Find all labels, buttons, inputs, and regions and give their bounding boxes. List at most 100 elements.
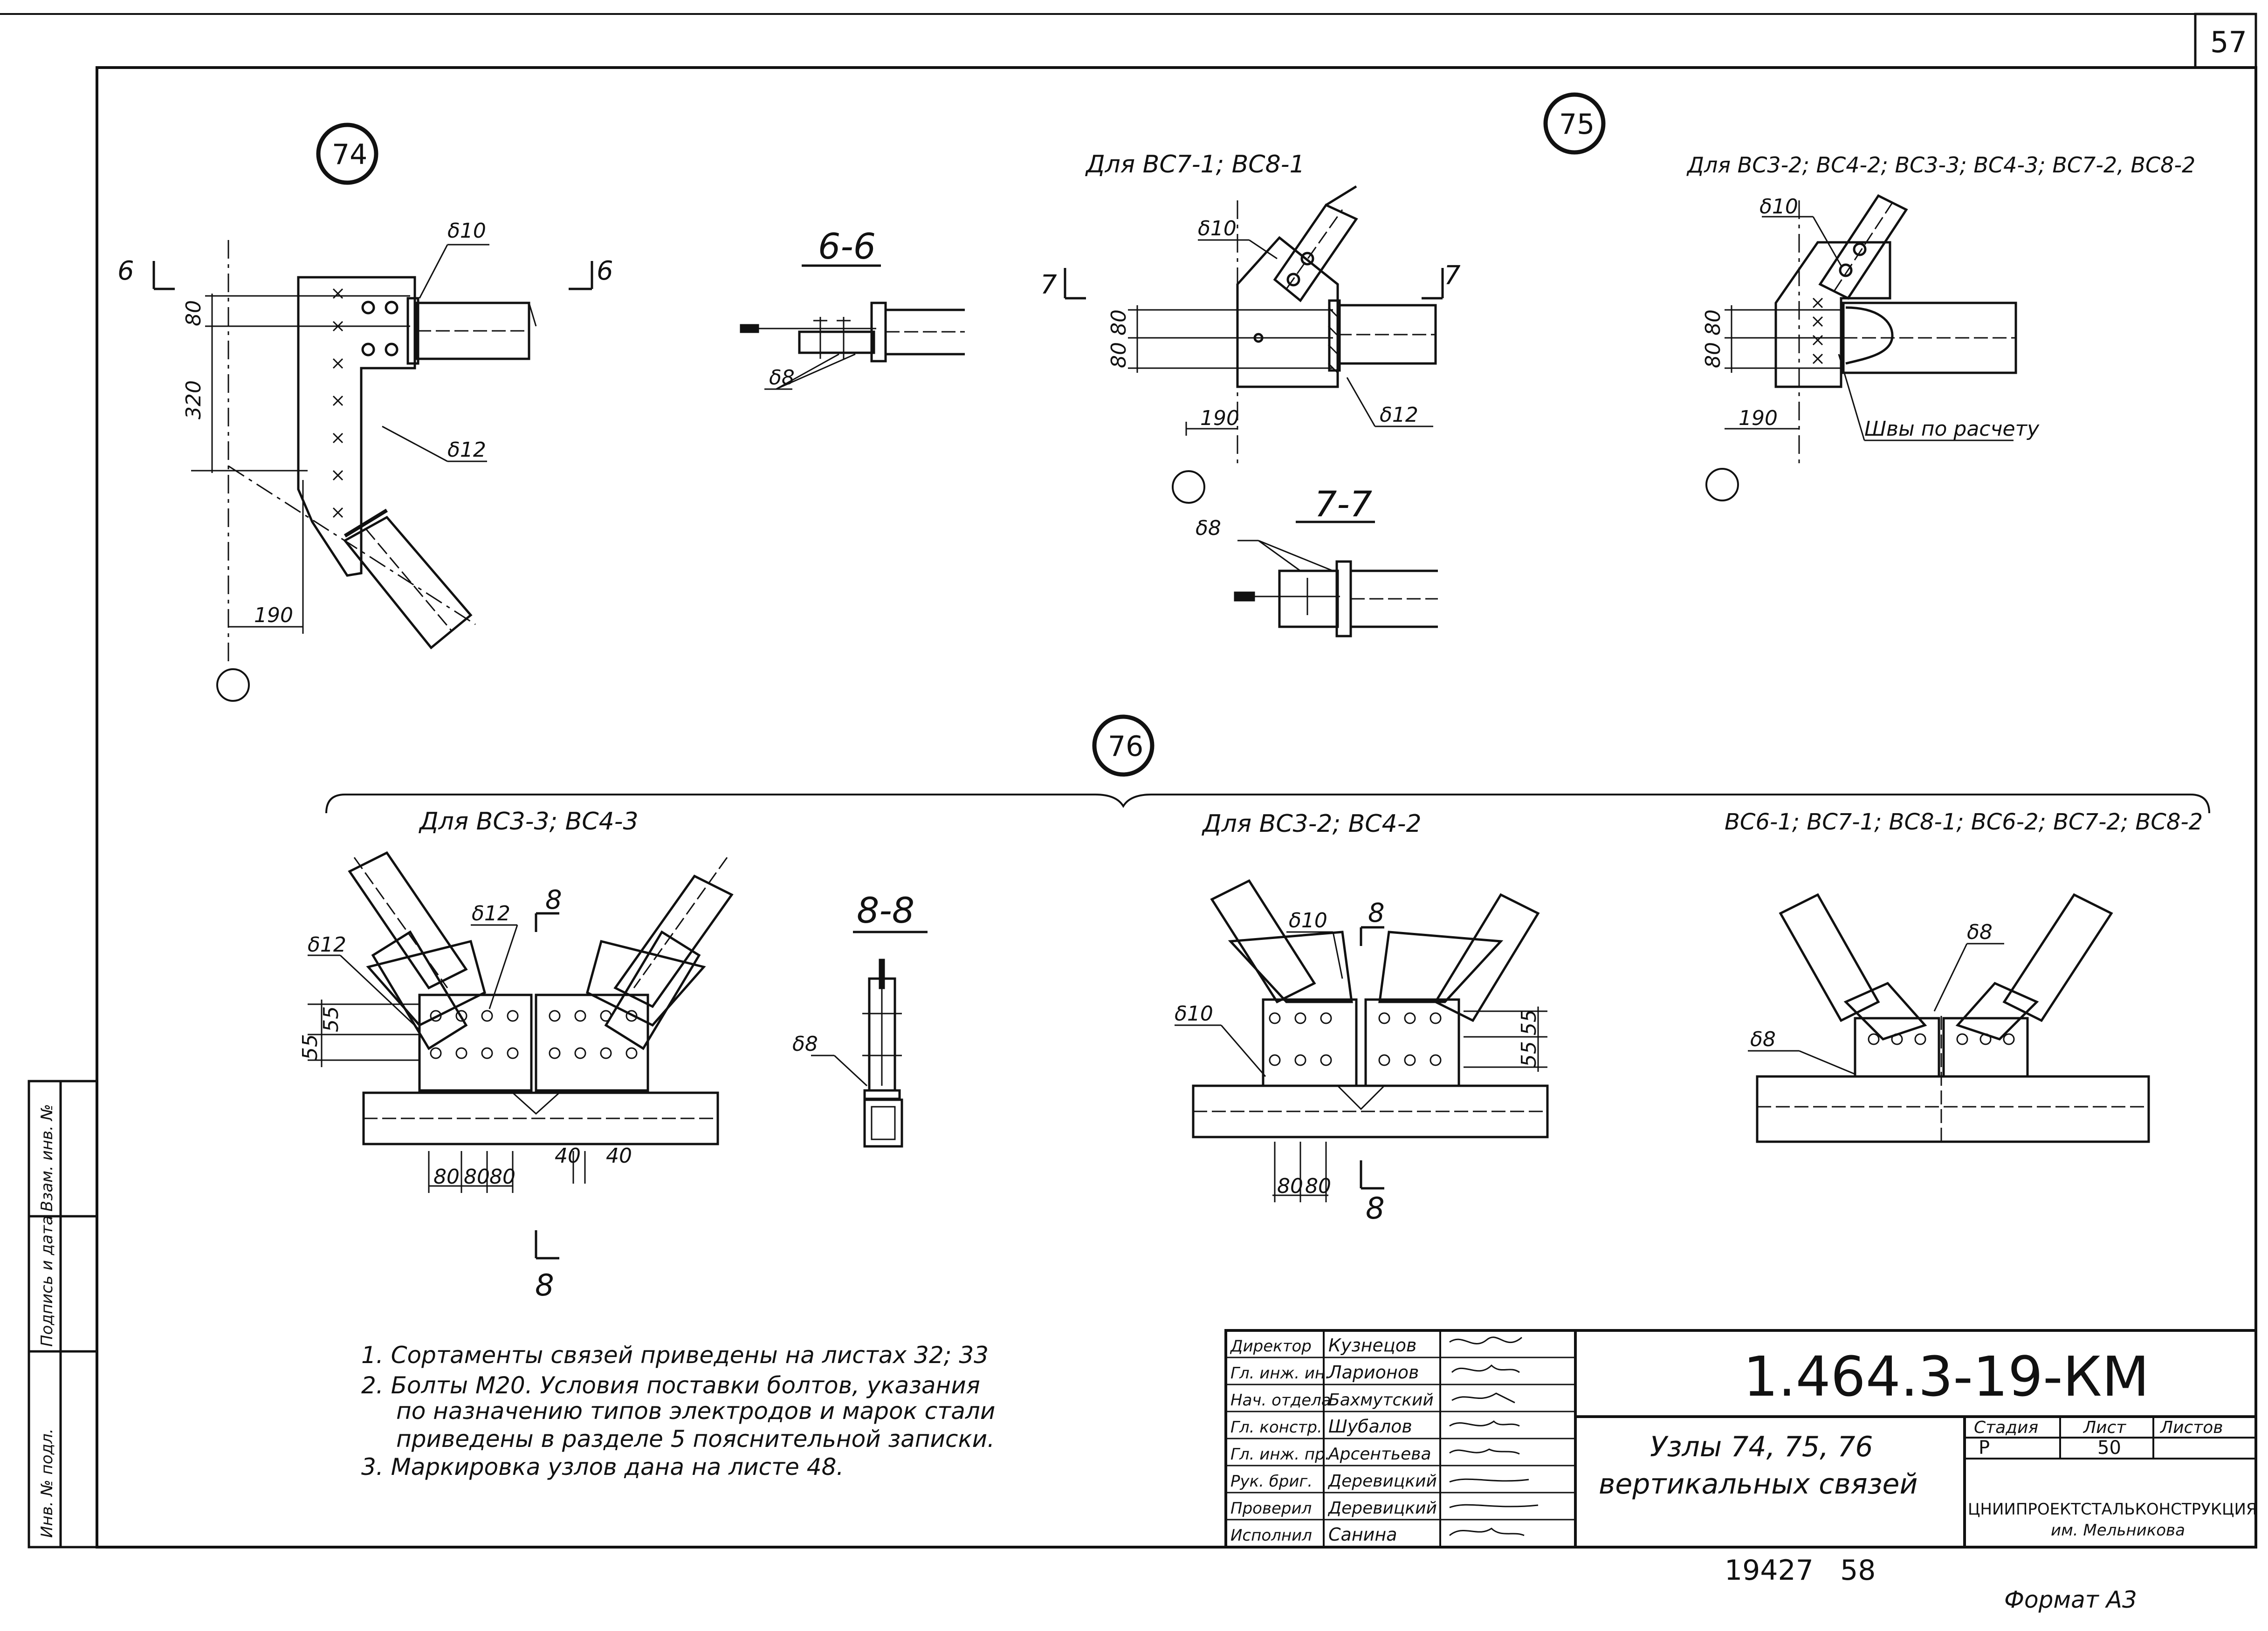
role-1: Гл. инж. ин.	[1230, 1364, 1330, 1383]
node-75a-thickness-bottom: δ12	[1380, 403, 1418, 427]
node-76b-dim-80b: 80	[1305, 1174, 1331, 1198]
node-76b-cut-bottom: 8	[1366, 1192, 1385, 1226]
node-76a-dim-40a: 40	[555, 1144, 581, 1168]
name-3: Шубалов	[1328, 1416, 1412, 1437]
node-74-dim-320: 320	[182, 380, 206, 419]
section-7-7-drawing	[1234, 521, 1438, 637]
node-75a-cut-right: 7	[1444, 260, 1461, 291]
node-75-label: 75	[1559, 108, 1594, 141]
node-74-thickness-top: δ10	[447, 219, 486, 243]
node-75a-drawing	[1064, 92, 1606, 504]
node-76a-drawing	[308, 851, 734, 1260]
node-74-drawing	[152, 123, 593, 702]
section-7-7-thickness: δ8	[1196, 516, 1221, 540]
role-5: Рук. бриг.	[1230, 1472, 1313, 1491]
node-75b-dim-190: 190	[1739, 406, 1778, 430]
node-74-welds	[332, 288, 344, 518]
role-4: Гл. инж. пр.	[1230, 1445, 1330, 1464]
paper-format: Формат А3	[2004, 1586, 2137, 1613]
node-75a-cut-left: 7	[1040, 270, 1057, 300]
name-1: Ларионов	[1327, 1362, 1419, 1383]
node-76a-caption: Для ВС3-3; ВС4-3	[419, 808, 639, 836]
section-8-8-thickness: δ8	[792, 1032, 818, 1056]
name-6: Деревицкий	[1327, 1499, 1437, 1518]
node-76b-dim-55b: 55	[1517, 1041, 1541, 1067]
node-75a-thickness-top: δ10	[1198, 217, 1237, 240]
section-6-6-title: 6-6	[818, 226, 876, 267]
node-76a-thickness-left: δ12	[308, 933, 346, 957]
title-block-roles: Директор Гл. инж. ин. Нач. отдела Гл. ко…	[1230, 1337, 1331, 1545]
section-6-6-thickness: δ8	[769, 366, 795, 390]
node-76c-drawing	[1748, 893, 2150, 1146]
stage-label: Стадия	[1974, 1418, 2038, 1437]
note-2-cont-a: по назначению типов электродов и марок с…	[396, 1398, 995, 1425]
sheet-value: 50	[2097, 1437, 2121, 1459]
node-76a-cut-top: 8	[545, 885, 562, 915]
title-block-signatures	[1449, 1336, 1539, 1536]
node-75a-dim-80b: 80	[1107, 342, 1131, 368]
node-76a-dim-80b: 80	[464, 1165, 490, 1189]
name-7: Санина	[1328, 1524, 1397, 1545]
node-76a-dim-55a: 55	[298, 1034, 322, 1060]
node-76b-dim-80a: 80	[1277, 1174, 1303, 1198]
node-76a-dim-80a: 80	[433, 1165, 460, 1189]
node-75b-drawing	[1705, 194, 2017, 501]
node-76c-thickness-top: δ8	[1967, 920, 1993, 944]
side-label-sign: Подпись и дата	[38, 1215, 56, 1347]
name-4: Арсентьева	[1327, 1445, 1431, 1464]
side-label-inv: Инв. № подл.	[38, 1428, 56, 1538]
node-76b-caption: Для ВС3-2; ВС4-2	[1202, 810, 1422, 838]
title-block-grid	[1224, 1329, 2257, 1549]
organization-subname: им. Мельникова	[2051, 1521, 2185, 1540]
node-76a-dim-55b: 55	[319, 1006, 343, 1032]
node-75b-thickness-top: δ10	[1759, 195, 1798, 219]
node-76-header	[325, 714, 2210, 814]
node-74-label: 74	[332, 138, 367, 171]
node-75b-caption: Для ВС3-2; ВС4-2; ВС3-3; ВС4-3; ВС7-2, В…	[1686, 152, 2195, 178]
section-7-7-title: 7-7	[1314, 483, 1372, 525]
sheets-label: Листов	[2159, 1418, 2223, 1437]
node-75b-dim-80b: 80	[1701, 342, 1725, 368]
node-76a-cut-bottom: 8	[535, 1268, 554, 1303]
role-7: Исполнил	[1230, 1526, 1312, 1545]
node-74-dim-190: 190	[254, 603, 293, 627]
name-0: Кузнецов	[1328, 1335, 1416, 1356]
node-74-thickness-plate: δ12	[447, 438, 486, 462]
note-3: 3. Маркировка узлов дана на листе 48.	[361, 1453, 844, 1480]
node-75a-welds	[1327, 307, 1339, 374]
node-75b-dim-80a: 80	[1701, 309, 1725, 336]
note-1: 1. Сортаменты связей приведены на листах…	[361, 1342, 989, 1369]
section-8-8-drawing	[811, 931, 928, 1148]
node-76-label: 76	[1108, 730, 1143, 763]
general-notes: 1. Сортаменты связей приведены на листах…	[361, 1342, 995, 1480]
organization-name: ЦНИИПРОЕКТСТАЛЬКОНСТРУКЦИЯ	[1968, 1500, 2257, 1519]
node-74-dim-80: 80	[182, 300, 206, 326]
role-0: Директор	[1230, 1337, 1312, 1356]
node-76b-thickness-top: δ10	[1289, 909, 1327, 932]
sheet-frame	[0, 13, 2257, 1549]
sheet-label: Лист	[2082, 1418, 2126, 1437]
node-74-cut-left: 6	[117, 256, 134, 286]
drawing-caption-1: Узлы 74, 75, 76	[1650, 1431, 1873, 1463]
node-75b-welds	[1812, 297, 1823, 364]
node-76b-drawing	[1175, 879, 1549, 1202]
side-label-vzam: Взам. инв. №	[38, 1104, 56, 1212]
role-3: Гл. констр.	[1230, 1418, 1322, 1437]
side-stamp	[27, 1080, 98, 1549]
stage-value: Р	[1979, 1437, 1990, 1459]
sheet-number: 57	[2210, 25, 2247, 59]
title-block-names: Кузнецов Ларионов Бахмутский Шубалов Арс…	[1327, 1335, 1437, 1545]
node-76a-dim-80c: 80	[489, 1165, 515, 1189]
node-76a-thickness-mid: δ12	[472, 902, 510, 925]
name-5: Деревицкий	[1327, 1472, 1437, 1491]
node-76b-cut-top: 8	[1368, 898, 1385, 928]
node-75a-caption: Для ВС7-1; ВС8-1	[1085, 151, 1305, 178]
section-6-6-drawing	[740, 264, 965, 390]
node-74-cut-right: 6	[597, 256, 613, 286]
node-76b-dim-55a: 55	[1517, 1009, 1541, 1035]
node-75a-dim-80a: 80	[1107, 309, 1131, 336]
role-6: Проверил	[1230, 1499, 1312, 1518]
archive-numbers: 19427 58	[1725, 1554, 1876, 1587]
node-76c-thickness-left: δ8	[1750, 1028, 1776, 1051]
